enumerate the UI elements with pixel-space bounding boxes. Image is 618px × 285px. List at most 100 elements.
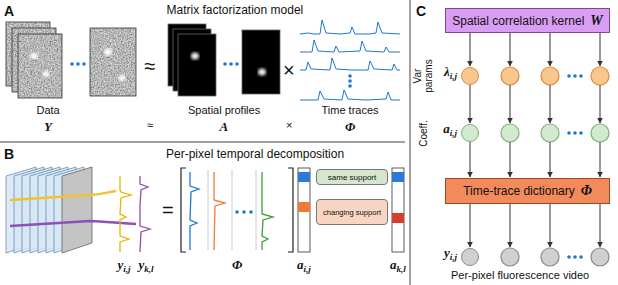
row-caption: Per-pixel fluorescence video [451,269,589,281]
graph-extra-arrows [510,33,511,66]
graph-dots [567,74,583,259]
pixel-tubes [10,221,136,226]
coefficient-columns [392,172,404,182]
coefficient-symbol: ak,l [390,257,406,273]
dictionary-matrix [232,170,233,250]
data-frames [76,62,80,66]
graph-extra-nodes [501,124,519,142]
data-frames [70,62,74,66]
graph-extra-nodes [541,124,559,142]
panel-divider [410,0,411,285]
spatial-frames [223,62,227,66]
math-base: y [139,257,145,272]
node-label: W [590,13,602,29]
pixel-traces [120,176,150,252]
data-frames [104,49,112,56]
support-box: changing support [316,199,388,225]
graph-extra-nodes [591,124,609,142]
pixel-traces [120,176,131,252]
graph-extra-nodes [541,248,559,266]
graph-extra-arrows [510,33,600,247]
data-frames [6,22,136,98]
coefficient-columns [392,168,404,252]
connector-arrow [470,33,471,66]
panel-letter: A [4,3,14,19]
math-subscript: i,j [123,264,130,274]
row-label: Coeff. [418,113,429,153]
node-label: Φ [581,183,592,199]
pixel-tubes [10,191,116,200]
coefficient-node: ai,j [461,124,479,142]
dictionary-matrix [288,168,293,252]
data-frames [43,71,50,77]
graph-dots [573,255,577,259]
graph-extra-arrows [600,85,601,123]
math-subscript: i,j [304,264,311,274]
graph-extra-arrows [600,33,601,66]
dictionary-matrix [214,172,225,250]
graph-extra-arrows [550,85,551,123]
data-frames [18,34,62,98]
panel-title: Per-pixel temporal decomposition [166,147,344,161]
dictionary-matrix [262,172,273,250]
graph-extra-arrows [600,142,601,177]
connector-arrow [470,142,471,177]
spatial-frames [191,53,199,60]
node-label: λi,j [444,64,457,80]
graph-extra-arrows [510,85,511,123]
data-frames [30,53,38,59]
variational-param-node: λi,j [461,67,479,85]
graph-dots [579,131,583,135]
graph-extra-arrows [550,33,551,66]
spatial-frames [229,62,233,66]
graph-extra-nodes [501,67,519,85]
dictionary-matrix [242,210,246,214]
graph-dots [567,255,571,259]
spatial-frames [168,24,280,96]
connector-arrow [470,204,471,247]
matrix-symbol: Φ [345,119,355,135]
graph-dots [573,131,577,135]
time-traces [300,90,400,100]
trace-symbol: yi,j [118,257,131,273]
coefficient-symbol: ai,j [297,257,311,273]
panel-divider [0,0,410,285]
spatial-frames [258,69,266,76]
data-frames [82,62,86,66]
matrix-symbol: Φ [232,257,242,273]
node-label: yi,j [444,245,457,261]
time-traces [300,40,400,52]
dictionary-matrix [249,210,253,214]
math-base: y [444,245,450,260]
trace-dots [348,74,352,78]
trace-dots [348,84,352,88]
approx-symbol: ≈ [147,119,153,131]
graph-extra-nodes [501,248,519,266]
panel-title: Matrix factorization model [167,3,304,17]
trace-dots [348,74,352,88]
graph-dots [567,131,571,135]
matrix-symbol: A [220,119,229,135]
graph-extra-nodes [501,67,609,266]
graph-dots [573,74,577,78]
data-frames [90,28,136,96]
dictionary-matrix [208,170,209,250]
panel-letter: C [416,3,426,19]
video-stack [62,167,92,253]
spatial-frames [235,62,239,66]
graph-dots [579,74,583,78]
graph-extra-nodes [591,67,609,85]
pixel-node: yi,j [461,248,479,266]
time-traces [300,20,400,100]
trace-symbol: yk,l [139,257,154,273]
node-label: Time-trace dictionary [463,184,575,198]
math-subscript: k,l [397,264,406,274]
math-base: y [118,257,124,272]
approx-symbol: ≈ [145,56,156,76]
time-traces [300,58,400,70]
video-stack [6,167,92,253]
graph-extra-arrows [600,204,601,247]
graph-extra-nodes [541,67,559,85]
